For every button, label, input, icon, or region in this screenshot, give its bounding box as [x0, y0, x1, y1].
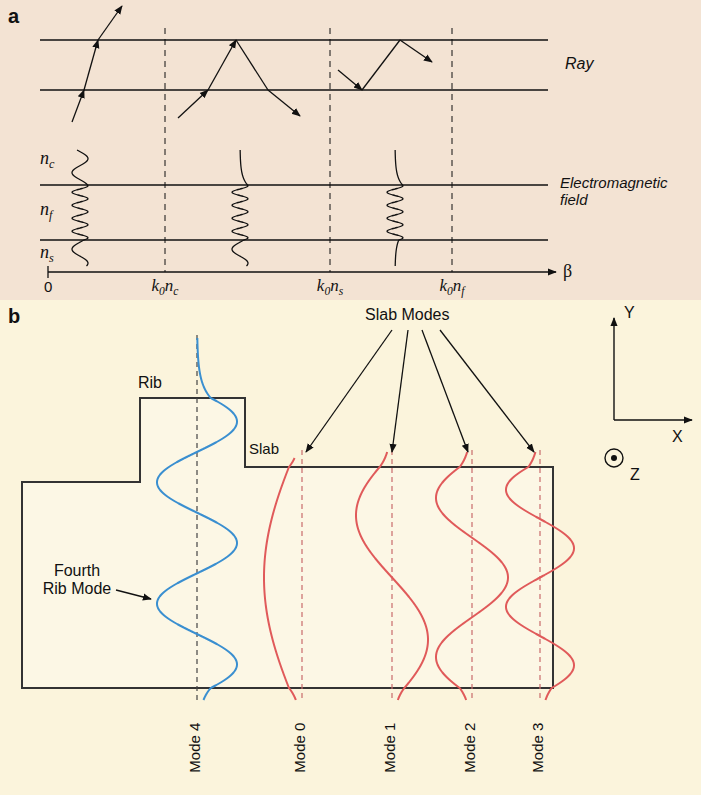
index-label: ns [40, 242, 54, 263]
mode-axis [471, 450, 472, 700]
ray [338, 70, 362, 90]
axis-value: k0ns [317, 276, 343, 296]
ray [236, 40, 268, 90]
mode-label: Mode 4 [186, 723, 203, 773]
panel: b [0, 300, 701, 795]
panel-background [0, 0, 701, 300]
mode-profile [506, 452, 574, 700]
axis-name: Y [624, 304, 635, 322]
mode-axis [539, 450, 540, 700]
part-label: Rib [138, 374, 162, 392]
mode-profile [264, 458, 296, 700]
field-profile [232, 150, 248, 266]
film-boundary [40, 39, 548, 40]
ray [84, 40, 98, 90]
part-label: Slab [249, 440, 279, 457]
ray [178, 90, 208, 118]
axis-name: Z [630, 466, 640, 484]
rib-waveguide-outline [22, 398, 553, 688]
leader-arrow [306, 330, 392, 452]
mode-axis [391, 450, 392, 700]
ray [362, 40, 400, 90]
axis-name: X [672, 428, 683, 446]
z-axis-symbol [605, 449, 623, 467]
dashed-divider [452, 28, 453, 272]
film-boundary [40, 184, 548, 185]
index-label: nf [40, 199, 52, 220]
part-label: Fourth Rib Mode [40, 562, 114, 599]
leader-arrow [392, 330, 408, 452]
field-label: Electromagnetic field [560, 174, 685, 209]
panel-letter: a [8, 5, 19, 28]
mode-profile [356, 452, 428, 700]
mode-label: Mode 1 [381, 723, 398, 773]
panel-background [0, 300, 701, 795]
field-profile [72, 150, 88, 266]
ray [268, 90, 300, 116]
panel: a [0, 0, 701, 300]
mode-label: Mode 0 [291, 723, 308, 773]
field-profile [387, 150, 403, 266]
mode-label: Mode 3 [529, 723, 546, 773]
beta-axis [48, 271, 556, 272]
ray [98, 6, 122, 40]
z-axis-dot [611, 455, 617, 461]
mode-profile [157, 338, 237, 700]
axis-value: k0nf [439, 276, 464, 296]
y-axis-arrow [613, 318, 614, 420]
axis-value: 0 [44, 278, 52, 295]
mode-label: Mode 2 [461, 723, 478, 773]
index-label: nc [40, 148, 54, 169]
ray [400, 40, 432, 62]
leader-arrow [440, 330, 534, 452]
ray [72, 90, 84, 122]
dashed-divider [165, 28, 166, 272]
leader-arrow [422, 330, 468, 452]
axis-tick [47, 266, 48, 278]
film-boundary [40, 89, 548, 90]
mode-axis [196, 335, 197, 700]
panel-letter: b [8, 305, 20, 328]
film-boundary [40, 239, 548, 240]
axis-value: k0nc [152, 276, 179, 296]
axis-name: β [563, 261, 572, 282]
dashed-divider [330, 28, 331, 272]
x-axis-arrow [614, 419, 692, 420]
ray-label: Ray [565, 55, 593, 73]
leader-arrow [116, 590, 151, 599]
part-label: Slab Modes [365, 306, 450, 324]
ray [208, 40, 236, 90]
mode-axis [301, 450, 302, 700]
mode-profile [436, 452, 508, 700]
